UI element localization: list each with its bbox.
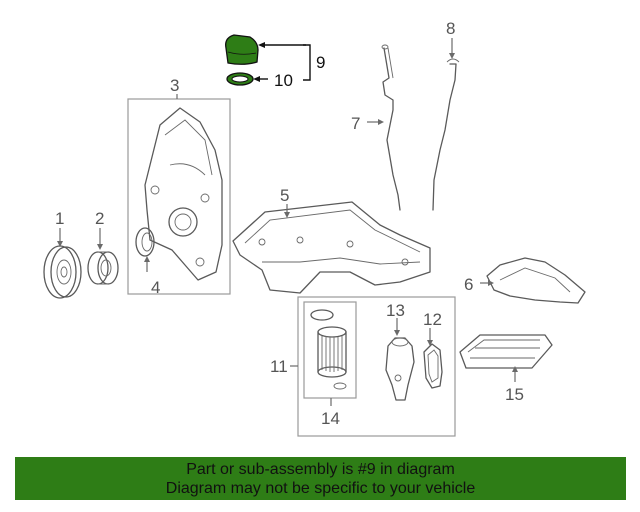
callout-2[interactable]: 2 (95, 209, 104, 228)
callout-4[interactable]: 4 (151, 278, 160, 297)
callout-10[interactable]: 10 (274, 71, 293, 90)
callout-7[interactable]: 7 (351, 114, 360, 133)
callout-9[interactable]: 9 (316, 53, 325, 72)
part-3-box (127, 98, 231, 295)
callout-6[interactable]: 6 (464, 275, 473, 294)
callout-5[interactable]: 5 (280, 186, 289, 205)
info-banner: Part or sub-assembly is #9 in diagram Di… (15, 457, 626, 500)
banner-line-disclaimer: Diagram may not be specific to your vehi… (165, 480, 476, 497)
part-4-crankshaft-seal[interactable] (135, 227, 155, 257)
banner-line-part-info: Part or sub-assembly is #9 in diagram (186, 461, 455, 478)
part-3-timing-cover[interactable] (144, 107, 223, 281)
part-7-dipstick-tube[interactable] (381, 44, 401, 211)
part-14-box (303, 301, 357, 399)
callout-3[interactable]: 3 (170, 76, 179, 95)
part-1-pulley[interactable] (43, 245, 82, 299)
arrow-9 (258, 42, 265, 48)
part-5-oil-pan[interactable] (232, 201, 431, 294)
part-2-damper[interactable] (87, 251, 119, 285)
part-9-oil-filler-cap[interactable] (225, 34, 259, 65)
part-6-gasket-plate[interactable] (486, 257, 586, 304)
callout-11[interactable]: 11 (270, 357, 288, 376)
callout-15[interactable]: 15 (505, 385, 524, 404)
part-13-filter-housing[interactable] (385, 337, 415, 401)
part-12-housing-gasket[interactable] (423, 343, 443, 389)
callout-8[interactable]: 8 (446, 19, 455, 38)
part-10-seal-ring[interactable] (226, 72, 254, 86)
callout-14[interactable]: 14 (321, 409, 340, 428)
part-15-oil-cooler[interactable] (459, 334, 553, 369)
callout-1[interactable]: 1 (55, 209, 64, 228)
part-14-filter-element[interactable] (310, 309, 347, 390)
part-8-dipstick[interactable] (432, 58, 460, 211)
callout-12[interactable]: 12 (423, 310, 442, 329)
arrow-10 (253, 76, 260, 82)
bracket-9 (303, 44, 311, 81)
callout-13[interactable]: 13 (386, 301, 405, 320)
